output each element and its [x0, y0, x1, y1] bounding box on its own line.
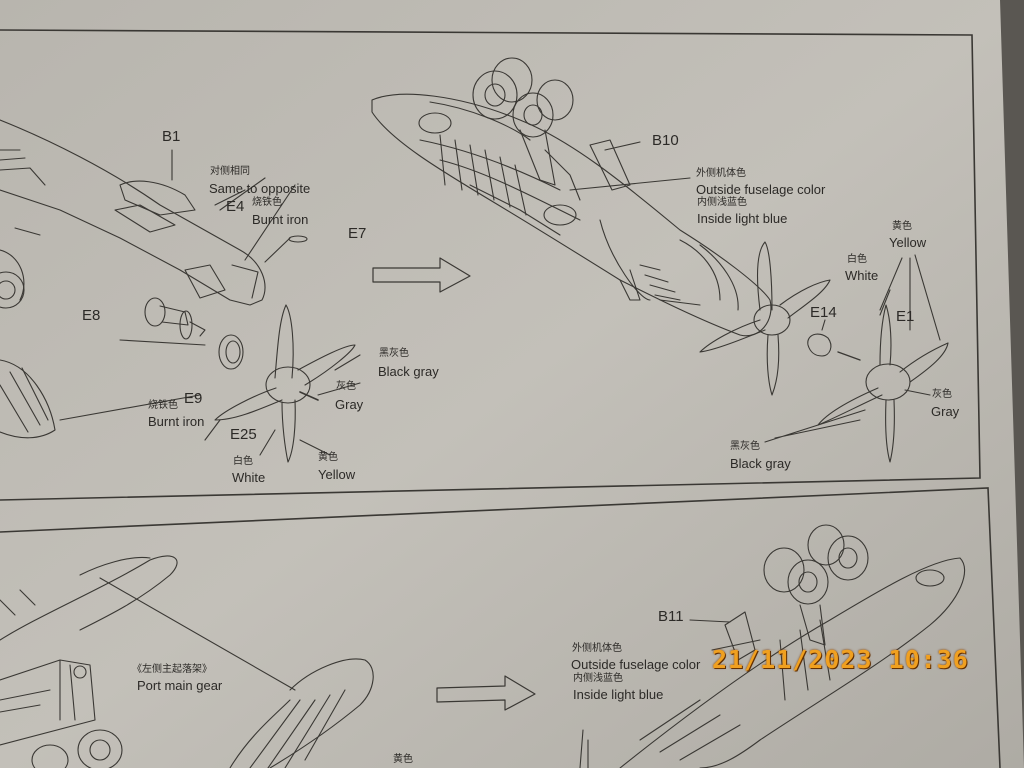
- part-b10-shape: [589, 139, 631, 191]
- landing-gear-wheels-top: [472, 57, 581, 201]
- label-white-zh: 白色: [233, 456, 253, 467]
- label-e4: E4: [226, 198, 245, 215]
- label-bottom-outside-en: Outside fuselage color: [571, 657, 701, 672]
- propeller-left: [214, 304, 356, 463]
- propeller-right-top: [699, 241, 831, 396]
- label-gray-zh: 灰色: [336, 381, 356, 392]
- label-e8: E8: [82, 307, 101, 324]
- part-b11-shape: [724, 611, 756, 661]
- label-right-yellow-en: Yellow: [889, 235, 927, 250]
- label-e1: E1: [896, 308, 915, 325]
- label-right-black-gray-en: Black gray: [730, 456, 791, 471]
- label-white-en: White: [232, 470, 266, 485]
- part-e8-shape: [144, 297, 206, 340]
- photo-timestamp: 21/11/2023 10:36: [712, 645, 969, 674]
- nacelle-assembly: [0, 119, 266, 439]
- label-right-white-en: White: [845, 268, 879, 283]
- label-e4-color-en: Burnt iron: [252, 212, 309, 227]
- top-panel-frame: [0, 29, 981, 501]
- label-e25: E25: [230, 426, 257, 443]
- label-b11: B11: [658, 608, 684, 625]
- part-e14-shape: [807, 319, 832, 357]
- label-inside-en: Inside light blue: [697, 211, 788, 226]
- label-bottom-inside-zh: 内侧浅蓝色: [573, 673, 623, 684]
- label-bottom-inside-en: Inside light blue: [573, 687, 664, 702]
- label-e9-color-zh: 烧铁色: [148, 400, 178, 411]
- label-same-opposite-zh: 对侧相同: [210, 166, 250, 177]
- label-e9-color-en: Burnt iron: [148, 414, 205, 429]
- wing-assembly: [0, 555, 178, 768]
- label-black-gray-en: Black gray: [378, 364, 439, 379]
- label-right-yellow-zh: 黄色: [892, 221, 912, 232]
- arrow-right-top: [372, 257, 471, 293]
- part-e9-shape: [218, 334, 244, 370]
- label-port-gear-en: Port main gear: [137, 678, 223, 693]
- label-right-black-gray-zh: 黑灰色: [730, 441, 760, 452]
- label-e4-color-zh: 烧铁色: [252, 197, 282, 208]
- label-e9: E9: [184, 390, 203, 407]
- label-b10: B10: [652, 132, 679, 149]
- label-inside-zh: 内侧浅蓝色: [697, 197, 747, 208]
- label-black-gray-zh: 黑灰色: [379, 348, 409, 359]
- label-bottom-outside-zh: 外侧机体色: [572, 643, 622, 654]
- label-right-gray-zh: 灰色: [932, 389, 952, 400]
- engine-nacelle-bottom-right: [619, 557, 966, 768]
- label-outside-zh: 外侧机体色: [696, 168, 746, 179]
- arrow-right-bottom: [436, 675, 536, 711]
- nacelle-bottom: [229, 658, 374, 768]
- label-same-opposite-en: Same to opposite: [209, 181, 311, 196]
- bottom-panel-frame: [0, 487, 1001, 768]
- label-e14: E14: [810, 304, 837, 321]
- label-yellow-zh: 黄色: [318, 452, 338, 463]
- label-port-gear-zh: 《左侧主起落架》: [132, 664, 212, 675]
- label-yellow-en: Yellow: [318, 467, 356, 482]
- label-bottom-yellow-zh: 黄色: [393, 754, 413, 765]
- label-e7: E7: [348, 225, 367, 242]
- label-outside-en: Outside fuselage color: [696, 182, 826, 197]
- label-b1: B1: [162, 128, 181, 145]
- label-right-white-zh: 白色: [847, 254, 867, 265]
- landing-gear-wheels-bottom: [763, 524, 869, 646]
- label-right-gray-en: Gray: [931, 404, 960, 419]
- label-gray-en: Gray: [335, 397, 364, 412]
